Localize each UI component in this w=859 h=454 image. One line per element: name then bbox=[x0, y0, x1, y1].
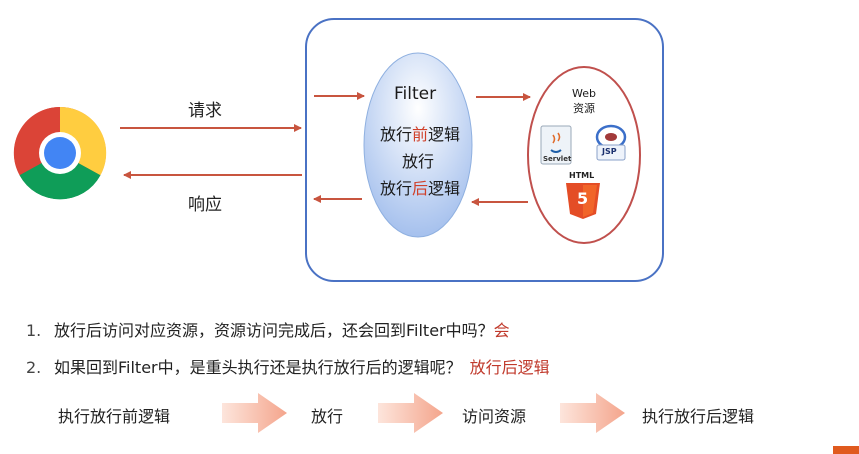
flow-arrow-2 bbox=[378, 393, 443, 433]
jsp-icon bbox=[595, 124, 627, 161]
question-2-answer: 放行后逻辑 bbox=[469, 358, 550, 377]
corner-tab bbox=[833, 446, 859, 454]
question-1-number: 1. bbox=[26, 321, 42, 340]
flow-arrow-1 bbox=[222, 393, 287, 433]
question-1-text: 放行后访问对应资源，资源访问完成后，还会回到Filter中吗？ bbox=[54, 321, 494, 340]
html5-icon bbox=[566, 183, 600, 219]
web-resource-ellipse bbox=[527, 66, 641, 244]
question-1-answer: 会 bbox=[493, 321, 510, 340]
question-1: 1. 放行后访问对应资源，资源访问完成后，还会回到Filter中吗？会 bbox=[26, 317, 510, 341]
html5-number: 5 bbox=[577, 189, 589, 208]
flow-step-1: 执行放行前逻辑 bbox=[58, 407, 171, 426]
filter-title: Filter bbox=[394, 84, 437, 104]
jsp-label: JSP bbox=[602, 147, 617, 156]
servlet-icon bbox=[540, 125, 572, 165]
server-container-box bbox=[305, 18, 664, 282]
flow-arrow-3 bbox=[560, 393, 625, 433]
web-resource-title: Web 资源 bbox=[562, 86, 606, 116]
flow-step-2: 放行 bbox=[311, 407, 344, 426]
filter-before-logic: 放行前逻辑 bbox=[380, 125, 461, 144]
question-2: 2. 如果回到Filter中，是重头执行还是执行放行后的逻辑呢？ 放行后逻辑 bbox=[26, 354, 550, 378]
web-title-line1: Web bbox=[572, 87, 596, 100]
filter-pass: 放行 bbox=[402, 152, 435, 171]
request-label: 请求 bbox=[188, 101, 222, 121]
servlet-label: Servlet bbox=[543, 155, 572, 163]
question-2-number: 2. bbox=[26, 358, 42, 377]
chrome-browser-icon bbox=[13, 106, 107, 200]
html-label: HTML bbox=[569, 171, 595, 180]
flow-step-3: 访问资源 bbox=[462, 407, 527, 426]
filter-after-logic: 放行后逻辑 bbox=[380, 179, 461, 198]
filter-ellipse bbox=[363, 52, 473, 238]
flow-step-4: 执行放行后逻辑 bbox=[642, 407, 755, 426]
response-label: 响应 bbox=[188, 195, 222, 215]
question-2-text: 如果回到Filter中，是重头执行还是执行放行后的逻辑呢？ bbox=[54, 358, 462, 377]
web-title-line2: 资源 bbox=[573, 102, 595, 115]
